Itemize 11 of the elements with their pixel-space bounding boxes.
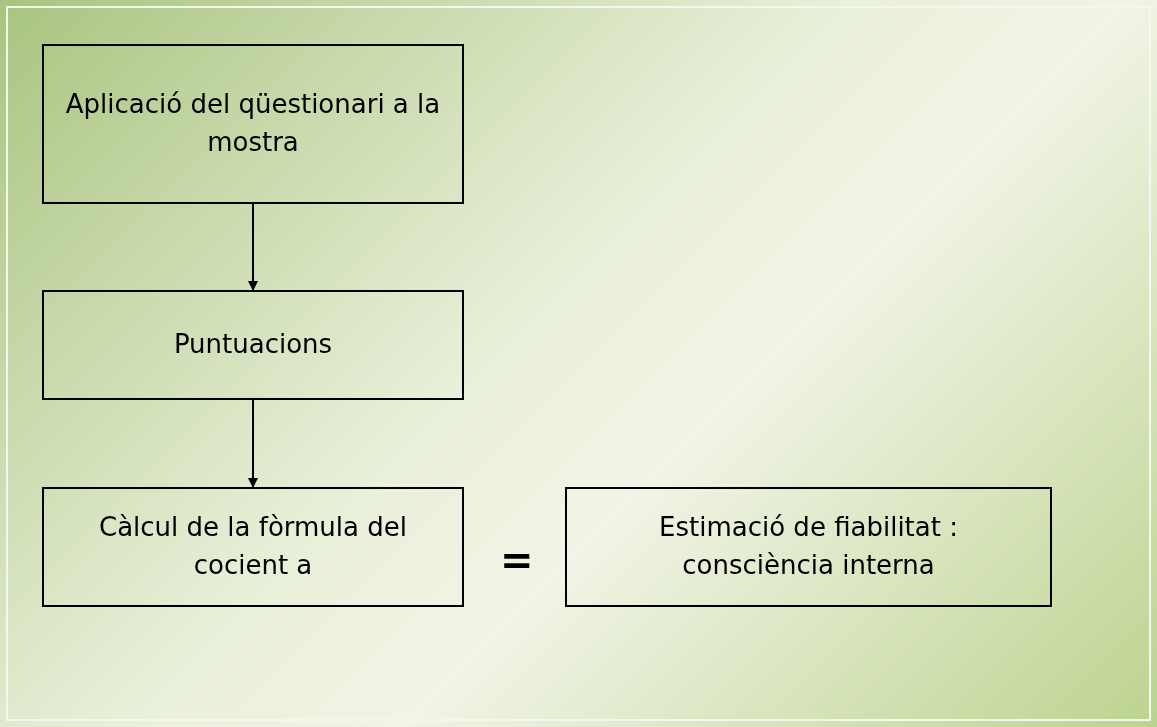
process-box <box>42 44 464 204</box>
process-box <box>42 487 464 607</box>
arrow <box>248 399 258 488</box>
box-text: Aplicació del qüestionari a la mostra <box>64 88 442 159</box>
box-text: Estimació de fiabilitat : consciència interna <box>658 511 959 582</box>
equals-sign: = <box>500 540 534 580</box>
box-text: Puntuacions <box>173 328 333 362</box>
arrow <box>248 203 258 291</box>
process-box <box>565 487 1052 607</box>
box-text: Càlcul de la fòrmula del cocient a <box>98 511 408 582</box>
process-box <box>42 290 464 400</box>
